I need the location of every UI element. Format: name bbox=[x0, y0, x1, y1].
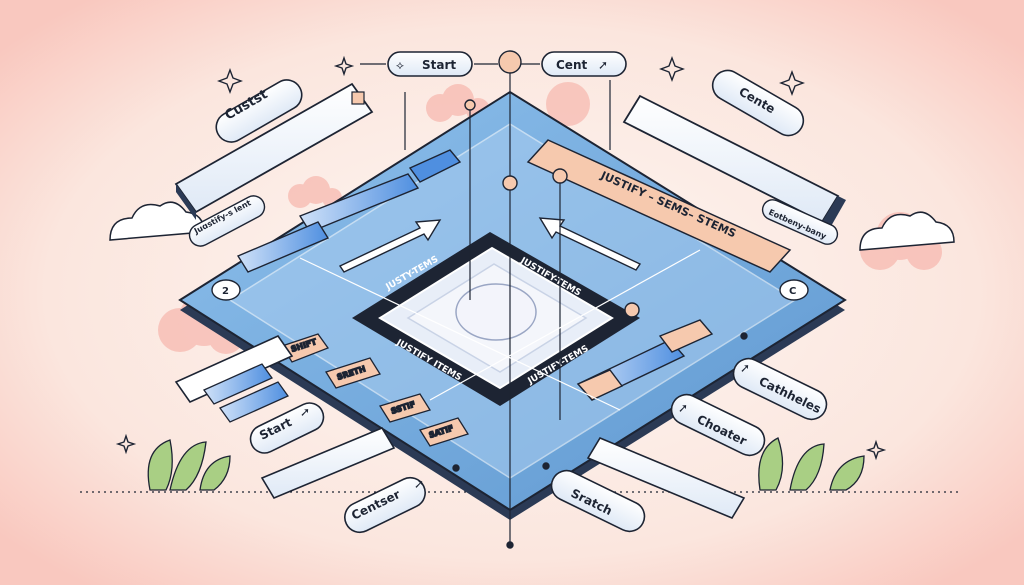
center-item bbox=[455, 283, 537, 341]
pointer-icon: ➚ bbox=[414, 477, 424, 491]
center-frame bbox=[352, 232, 640, 406]
svg-text:C: C bbox=[789, 286, 796, 297]
sparkle-icon bbox=[115, 55, 887, 461]
cent-pill-top-label: Cent bbox=[556, 58, 587, 72]
stretch-pill[interactable]: Sratch bbox=[546, 466, 649, 537]
left-bars bbox=[236, 149, 462, 273]
pointer-icon: ➚ bbox=[740, 361, 750, 375]
pointer-icon bbox=[351, 91, 365, 105]
pointer-icon: ⟡ bbox=[396, 58, 404, 72]
start-pill-top-label: Start bbox=[422, 58, 456, 72]
cente-pill[interactable]: Cente bbox=[707, 65, 809, 141]
plant-icon bbox=[147, 437, 865, 491]
tiles: SHIFT SRETH SSTIF SATIF bbox=[281, 333, 469, 447]
left-bar-bottom[interactable] bbox=[260, 426, 396, 500]
corner-badge-right: C bbox=[779, 279, 809, 301]
right-bar bbox=[576, 319, 714, 401]
arrow-icon bbox=[338, 217, 642, 273]
start-pill-top[interactable]: ⟡ Start bbox=[387, 51, 473, 77]
left-stack-bars[interactable] bbox=[174, 334, 294, 423]
pointer-icon: ➚ bbox=[678, 401, 688, 415]
cent-pill-top[interactable]: Cent ➚ bbox=[541, 51, 627, 77]
guide-dots bbox=[260, 50, 748, 549]
right-bar-bottom[interactable] bbox=[586, 436, 746, 520]
corner-badge-left: 2 bbox=[211, 279, 241, 301]
centser-pill[interactable]: Centser ➚ bbox=[340, 473, 430, 538]
pointer-icon: ➚ bbox=[598, 58, 608, 72]
cloud-outline-icon bbox=[109, 201, 955, 251]
guide-lines bbox=[299, 63, 701, 545]
pointer-icon: ➚ bbox=[300, 405, 310, 419]
left-bar-long[interactable] bbox=[174, 82, 374, 220]
svg-text:2: 2 bbox=[222, 286, 229, 297]
